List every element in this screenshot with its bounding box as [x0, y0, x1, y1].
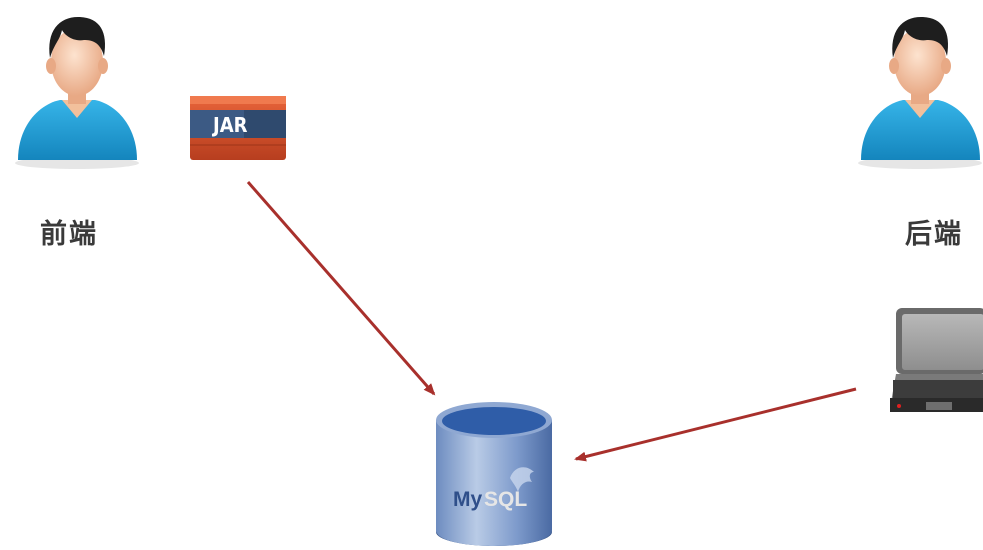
- jar-label: JAR: [212, 113, 248, 137]
- frontend-label: 前端: [40, 219, 98, 250]
- mysql-logo-sql: SQL: [484, 488, 527, 511]
- frontend-person-icon: [15, 16, 139, 169]
- backend-label: 后端: [905, 219, 963, 250]
- arrow-laptop-to-db: [574, 387, 857, 462]
- backend-person-icon: [858, 16, 982, 169]
- arrow-jar-to-db: [246, 181, 436, 396]
- mysql-logo-my: My: [453, 488, 482, 511]
- laptop-icon: [890, 308, 983, 412]
- jar-icon: JAR: [190, 96, 286, 160]
- mysql-database-icon: My SQL: [436, 402, 552, 546]
